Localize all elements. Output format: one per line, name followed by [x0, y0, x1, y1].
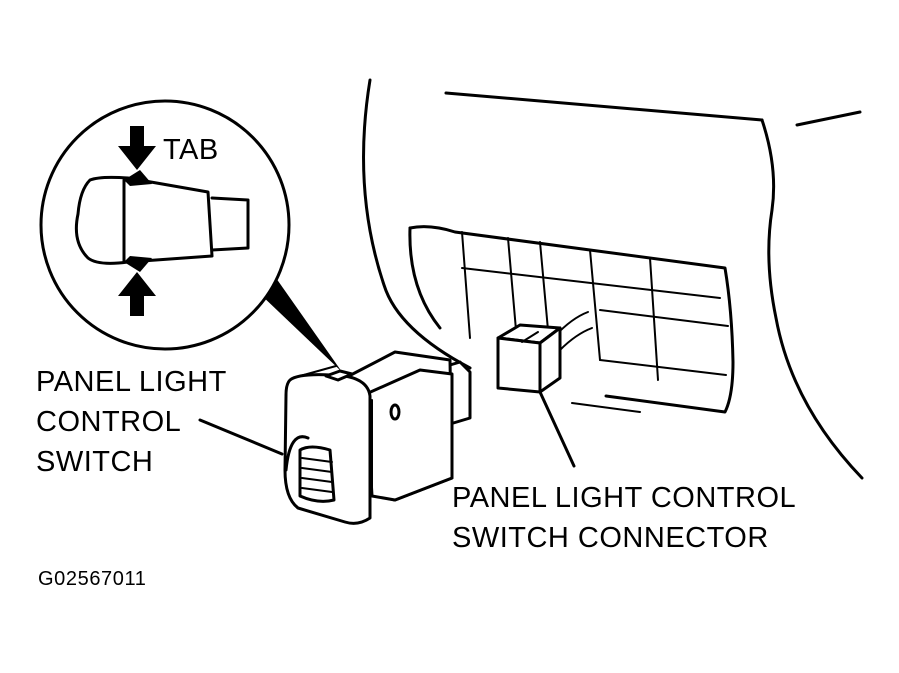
tab-press-up-arrow — [118, 272, 156, 316]
panel-light-control-switch-label: PANEL LIGHT CONTROL SWITCH — [36, 362, 227, 482]
figure-id: G02567011 — [38, 568, 147, 590]
connector-label-line-1: PANEL LIGHT CONTROL — [452, 482, 797, 514]
connector-leader-line — [538, 390, 576, 468]
switch-label-line-2: CONTROL — [36, 406, 182, 438]
callout-pointer — [258, 278, 342, 372]
switch-label-line-1: PANEL LIGHT — [36, 366, 227, 398]
panel-light-control-switch — [283, 350, 472, 525]
dashboard-panel — [362, 78, 864, 480]
switch-connector-label: PANEL LIGHT CONTROL SWITCH CONNECTOR — [452, 478, 796, 558]
connector-label-line-2: SWITCH CONNECTOR — [452, 522, 769, 554]
tab-label: TAB — [163, 134, 219, 166]
tab-press-down-arrow — [118, 126, 156, 170]
switch-leader-line — [198, 418, 284, 456]
switch-connector — [496, 311, 593, 394]
detail-callout-circle — [39, 99, 291, 351]
switch-label-line-3: SWITCH — [36, 446, 154, 478]
